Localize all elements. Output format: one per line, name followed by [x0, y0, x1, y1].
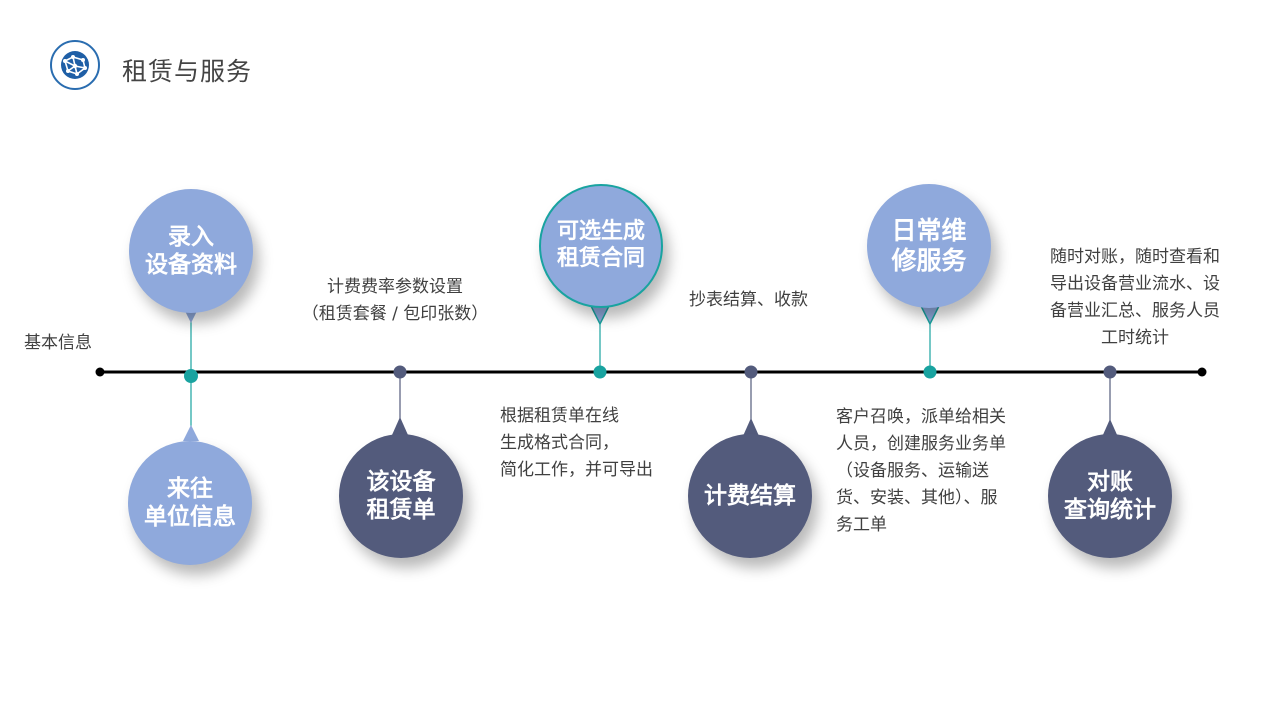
globe-network-icon [61, 51, 89, 79]
note-contract: 根据租赁单在线 生成格式合同， 简化工作，并可导出 [500, 406, 653, 480]
node-setup [184, 369, 198, 383]
step-billing: 计费结算 [688, 434, 812, 558]
step-rental-order: 该设备 租赁单 [339, 434, 463, 558]
pointer-reconcile-bottom [1102, 419, 1118, 437]
step-rental-contract-label: 可选生成 租赁合同 [556, 219, 645, 271]
note-service: 客户召唤，派单给相关 人员，创建服务业务单 （设备服务、运输送 货、安装、其他）… [836, 407, 1006, 535]
pointer-units-bottom [183, 425, 199, 441]
node-reconcile [1103, 365, 1117, 379]
timeline-end-dot [1197, 367, 1207, 377]
step-maintenance-label: 日常维 修服务 [891, 215, 967, 276]
step-partner-info: 来往 单位信息 [128, 441, 252, 565]
note-meter: 抄表结算、收款 [689, 290, 808, 310]
step-equipment-data-label: 录入 设备资料 [145, 223, 237, 278]
step-maintenance: 日常维 修服务 [867, 184, 991, 308]
note-reconcile: 随时对账，随时查看和 导出设备营业流水、设 备营业汇总、服务人员 工时统计 [1050, 247, 1220, 348]
timeline-start-dot [95, 367, 105, 377]
node-rate [393, 365, 407, 379]
step-rental-order-label: 该设备 租赁单 [366, 468, 436, 523]
node-contract [593, 365, 607, 379]
pointer-rental-bottom [392, 417, 408, 435]
step-reconcile-label: 对账 查询统计 [1064, 468, 1156, 523]
node-service [923, 365, 937, 379]
timeline-start-label: 基本信息 [24, 333, 92, 353]
note-rate-settings: 计费费率参数设置 （租赁套餐 / 包印张数） [301, 277, 489, 324]
node-billing [744, 365, 758, 379]
step-reconcile: 对账 查询统计 [1048, 434, 1172, 558]
pointer-billing-bottom [743, 418, 759, 436]
step-billing-label: 计费结算 [704, 482, 796, 509]
step-partner-info-label: 来往 单位信息 [144, 475, 236, 530]
step-equipment-data: 录入 设备资料 [129, 189, 253, 313]
step-rental-contract: 可选生成 租赁合同 [539, 184, 663, 308]
page-title: 租赁与服务 [122, 57, 253, 86]
logo-icon [50, 40, 100, 90]
